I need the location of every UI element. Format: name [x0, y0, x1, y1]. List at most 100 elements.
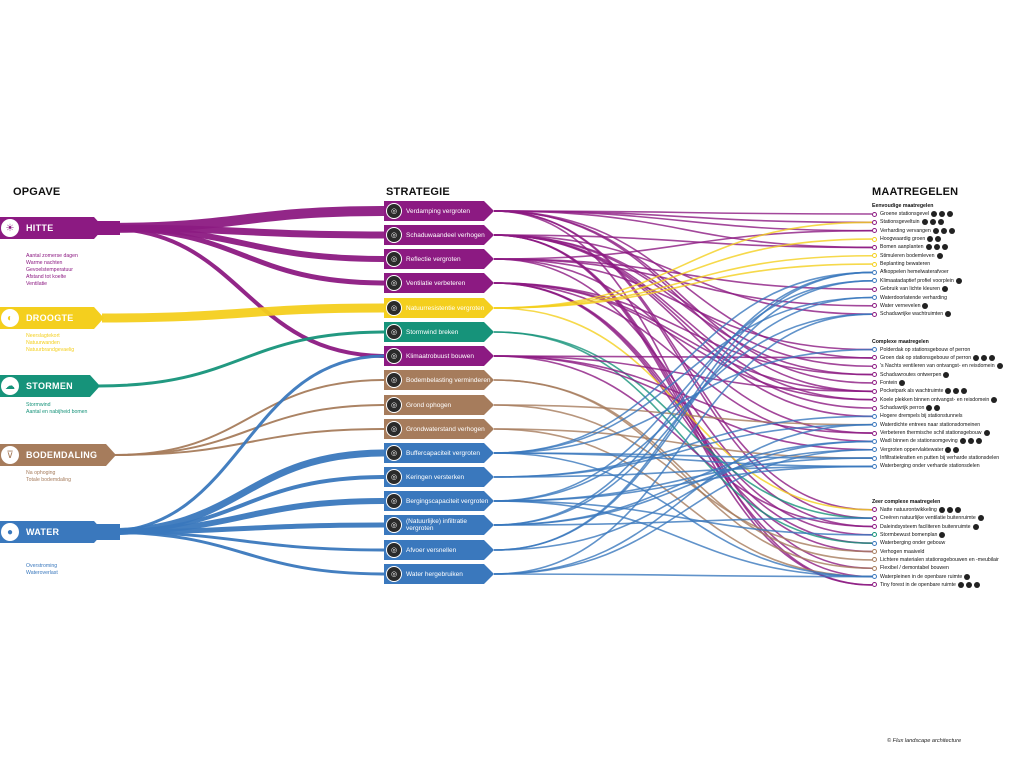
strategie-item: Verdamping vergroten◎ [384, 201, 494, 221]
flow-line [493, 258, 873, 351]
category-tag-icon [973, 581, 980, 588]
category-tag-icon [921, 219, 928, 226]
strategie-item: Ventilatie verbeteren◎ [384, 273, 494, 293]
flow-line [493, 573, 873, 578]
strategie-item: Grond ophogen◎ [384, 395, 494, 415]
flow-line [493, 500, 873, 536]
category-tag-icon [927, 236, 934, 243]
category-tag-icon [938, 506, 945, 513]
flow-line [493, 271, 873, 454]
maatregel-label: Natte natuurontwikkeling [880, 506, 937, 513]
flow-line [493, 404, 873, 553]
buffer-icon: ◎ [386, 445, 402, 461]
flow-line [493, 355, 873, 434]
strategie-label: Schaduwaandeel verhogen [384, 225, 494, 245]
opgave-label: STORMEN [0, 375, 100, 397]
indicator-text: Stormwind [26, 402, 51, 408]
category-tag-icon [983, 430, 990, 437]
maatregel-marker-icon [872, 253, 877, 259]
maatregel-label: Creëren natuurlijke ventilatie buitenrui… [880, 515, 976, 522]
header-maatregelen: MAATREGELEN [872, 186, 959, 198]
indicator-text: Na ophoging [26, 470, 56, 476]
maatregel-label: Gebruik van lichte kleuren [880, 286, 940, 293]
category-tag-icon [945, 311, 952, 318]
maatregel-marker-icon [872, 582, 877, 588]
category-tag-icon [989, 354, 996, 361]
maatregel-group-title: Zeer complexe maatregelen [872, 498, 941, 505]
flow-line [101, 530, 387, 576]
category-tag-icon [925, 244, 932, 251]
category-tag-icon [972, 523, 979, 530]
maatregel-marker-icon [872, 355, 877, 361]
flow-line [493, 280, 873, 502]
maatregel-label: Verharding vervangen [880, 227, 931, 234]
flow-line [493, 210, 873, 249]
category-tag-icon [922, 302, 929, 309]
maatregel-marker-icon [872, 380, 877, 386]
maatregel-marker-icon [872, 244, 877, 250]
maatregel-item: Daleindsysteem faciliteren buitenruimte [872, 523, 979, 531]
header-opgave: OPGAVE [13, 186, 61, 198]
indicator-text: Overstroming [26, 563, 58, 569]
maatregel-item: Waterberging onder gebouw [872, 539, 945, 547]
strategie-item: Afvoer versnellen◎ [384, 540, 494, 560]
strategie-item: Stormwind breken◎ [384, 322, 494, 342]
strategie-label: Grondwaterstand verhogen [384, 419, 494, 439]
flow-line [493, 234, 873, 249]
building-icon: ◎ [386, 348, 402, 364]
maatregel-marker-icon [872, 524, 877, 529]
maatregel-label: Stationsgeveltuin [880, 219, 920, 226]
maatregel-marker-icon [872, 372, 877, 378]
maatregel-marker-icon [872, 540, 877, 546]
flow-line [493, 452, 873, 578]
maatregel-item: Klimaatadaptief profiel voorplein [872, 277, 962, 285]
strategie-item: Water hergebruiken◎ [384, 564, 494, 584]
maatregel-marker-icon [872, 303, 877, 309]
flow-line [97, 330, 387, 388]
flow-line [493, 271, 873, 551]
maatregel-marker-icon [872, 413, 877, 419]
strategie-label: Grond ophogen [384, 395, 494, 415]
maatregel-marker-icon [872, 347, 877, 353]
strategie-item: Natuurresistentie vergroten◎ [384, 298, 494, 318]
indicator-text: Afstand tot koelte [26, 274, 67, 280]
header-strategie: STRATEGIE [386, 186, 450, 198]
flow-line [493, 448, 873, 575]
category-tag-icon [934, 405, 941, 411]
maatregel-label: Hoogwaardig groen [880, 236, 926, 243]
opgave-hitte: HITTE☀ [0, 217, 104, 239]
storage-icon: ◎ [386, 493, 402, 509]
maatregel-marker-icon [872, 388, 877, 394]
maatregel-item: Schaduwrijk perron [872, 404, 941, 412]
maatregel-label: Waterdichte entrees naar stationsdomeine… [880, 421, 981, 428]
indicator-text: Warme nachten [26, 260, 63, 266]
maatregel-group-title: Eenvoudige maatregelen [872, 203, 934, 209]
maatregel-item: Water vernevelen [872, 302, 929, 310]
maatregel-item: Schaduwrijke wachtruimten [872, 310, 952, 318]
flow-line [493, 355, 873, 528]
maatregel-label: Waterberging onder gebouw [880, 540, 946, 547]
barrier-icon: ◎ [386, 469, 402, 485]
maatregel-label: Hogere drempels bij stationstunnels [880, 413, 963, 420]
maatregel-marker-icon [872, 286, 877, 292]
maatregel-marker-icon [872, 455, 877, 461]
maatregel-marker-icon [872, 311, 877, 317]
strategie-label: Klimaatrobuust bouwen [384, 346, 494, 366]
flow-line [493, 331, 873, 519]
category-tag-icon [899, 379, 906, 386]
drain-icon: ◎ [386, 542, 402, 558]
flow-line [493, 313, 873, 575]
evaporation-icon: ◎ [386, 203, 402, 219]
weight-icon: ◎ [386, 372, 402, 388]
maatregel-item: Gebruik van lichte kleuren [872, 285, 948, 293]
maatregel-item: Waterpleinen in de openbare ruimte [872, 573, 971, 581]
maatregel-item: Verharding vervangen [872, 227, 955, 235]
maatregel-item: Infiltratiekratten en putten bij verhard… [872, 454, 999, 462]
maatregel-item: Stimuleren bodemleven [872, 252, 943, 260]
maatregel-item: Creëren natuurlijke ventilatie buitenrui… [872, 514, 984, 522]
maatregel-marker-icon [872, 438, 877, 444]
maatregel-item: Bomen aanplanten [872, 243, 948, 251]
maatregel-item: Tiny forest in de openbare ruimte [872, 581, 980, 589]
